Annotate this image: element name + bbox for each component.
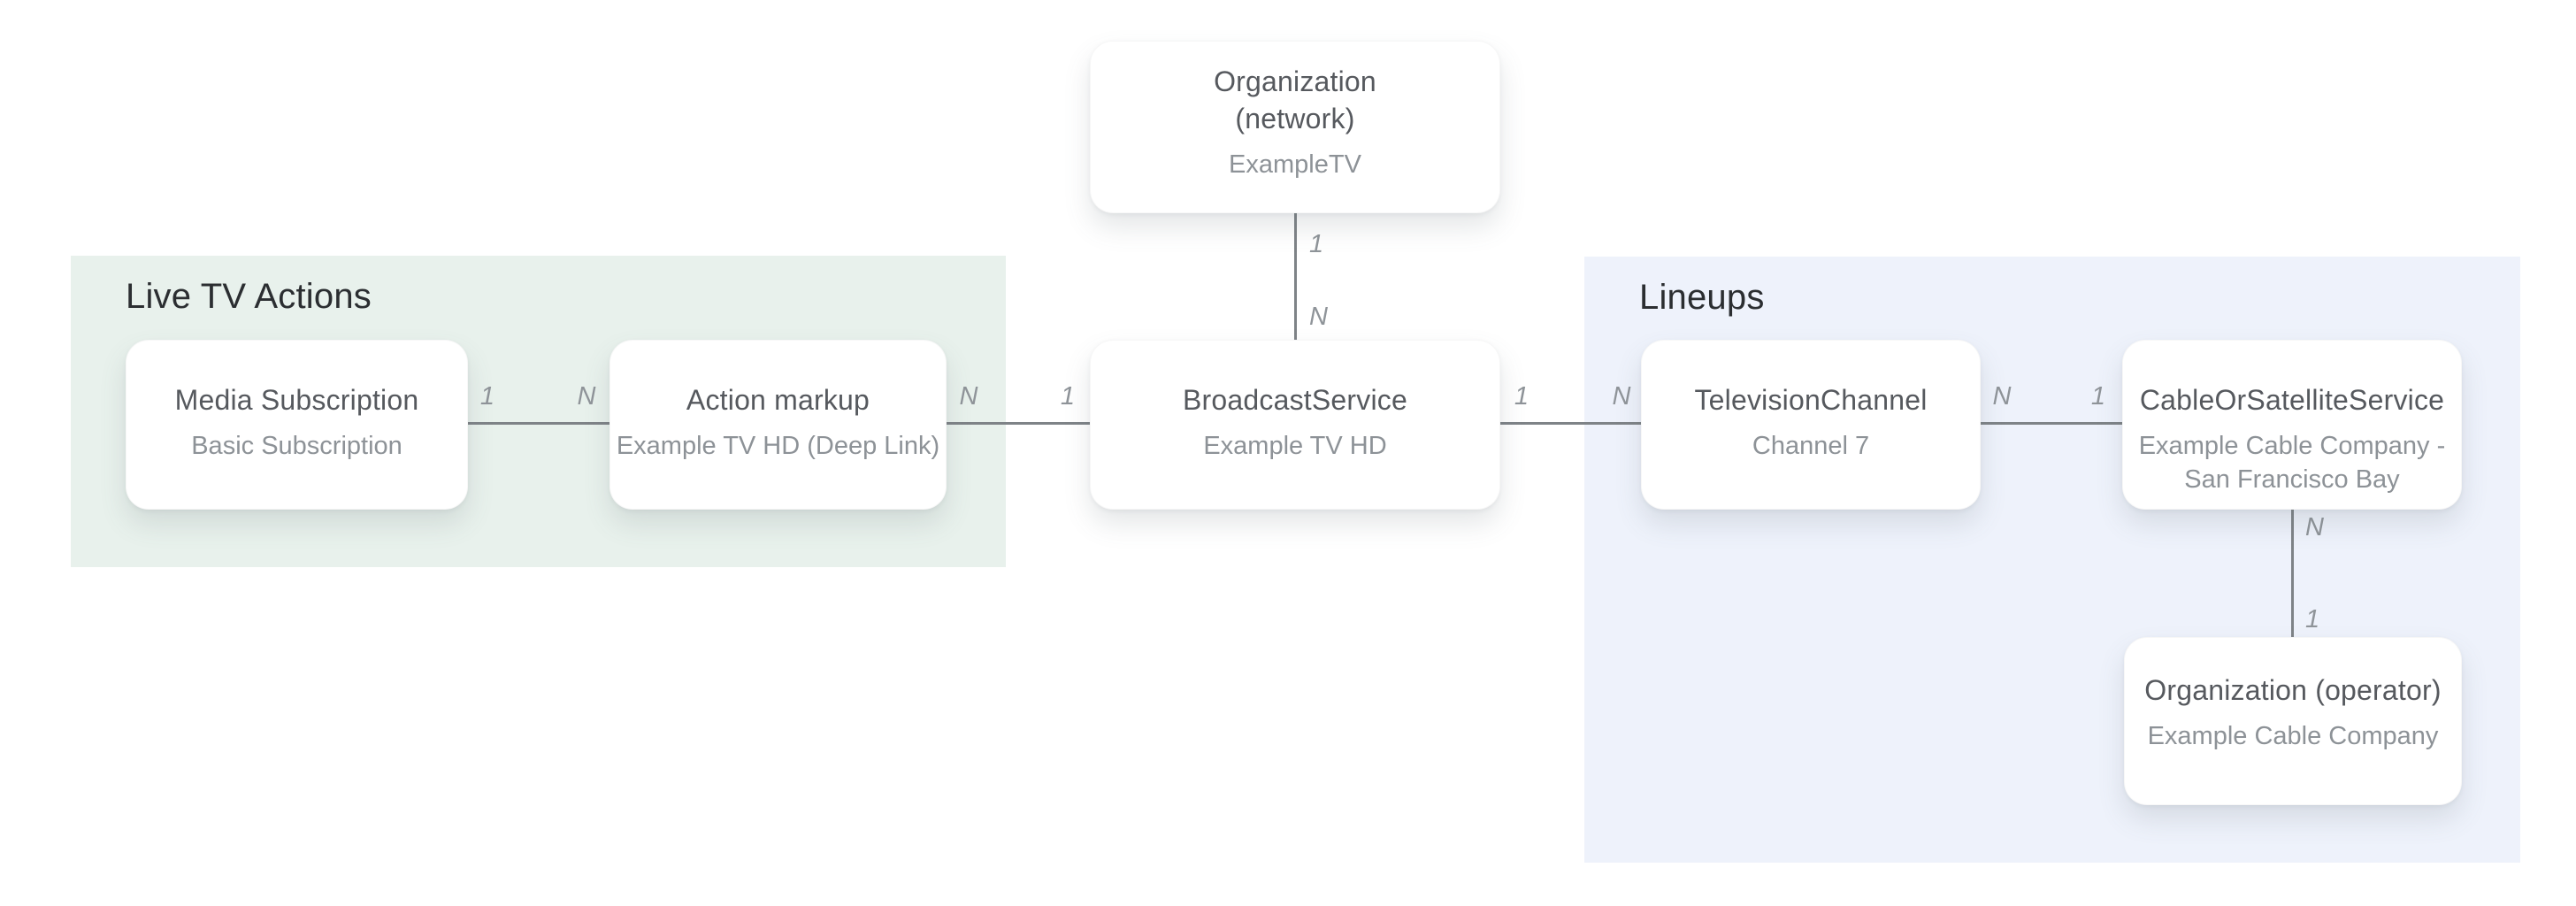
connector-network-to-broadcast xyxy=(1294,213,1297,340)
node-title-cable-or-satellite-service: CableOrSatelliteService xyxy=(2139,384,2445,416)
edge-label-network-1: 1 xyxy=(1309,230,1324,258)
connector-broadcast-to-channel xyxy=(1500,422,1641,425)
node-subtitle-cable-or-satellite-service: Example Cable Company - San Francisco Ba… xyxy=(2123,429,2461,496)
edge-label-channel-n: N xyxy=(1612,382,1631,411)
connector-action-to-broadcast xyxy=(947,422,1090,425)
node-subtitle-television-channel: Channel 7 xyxy=(1752,432,1870,460)
edge-label-action-n2: N xyxy=(959,382,978,411)
node-subtitle-broadcast-service: Example TV HD xyxy=(1203,432,1387,460)
group-title-live-tv-actions: Live TV Actions xyxy=(126,277,372,316)
node-subtitle-organization-network: ExampleTV xyxy=(1229,150,1361,179)
node-subtitle-organization-operator: Example Cable Company xyxy=(2147,722,2439,750)
edge-label-broadcast-1b: 1 xyxy=(1514,382,1530,411)
node-title-organization-network: Organization (network) xyxy=(1091,63,1499,137)
node-title-line1: Organization xyxy=(1214,65,1376,97)
connector-cable-to-operator xyxy=(2291,509,2294,637)
edge-label-channel-n2: N xyxy=(1992,382,2012,411)
edge-label-cable-1: 1 xyxy=(2090,382,2106,411)
edge-label-broadcast-n: N xyxy=(1309,303,1328,331)
edge-label-broadcast-1: 1 xyxy=(1060,382,1076,411)
node-media-subscription: Media Subscription Basic Subscription xyxy=(126,340,468,510)
edge-label-cable-n: N xyxy=(2305,513,2324,541)
node-subtitle-line2: San Francisco Bay xyxy=(2184,465,2400,494)
node-title-media-subscription: Media Subscription xyxy=(174,384,419,416)
edge-label-operator-1: 1 xyxy=(2305,605,2320,633)
node-subtitle-line1: Example Cable Company - xyxy=(2138,432,2446,460)
group-title-lineups: Lineups xyxy=(1639,278,1765,317)
node-title-television-channel: TelevisionChannel xyxy=(1694,384,1928,416)
node-action-markup: Action markup Example TV HD (Deep Link) xyxy=(610,340,947,510)
node-television-channel: TelevisionChannel Channel 7 xyxy=(1641,340,1981,510)
node-subtitle-action-markup: Example TV HD (Deep Link) xyxy=(616,432,940,460)
node-broadcast-service: BroadcastService Example TV HD xyxy=(1090,340,1500,510)
node-subtitle-media-subscription: Basic Subscription xyxy=(191,432,402,460)
node-organization-operator: Organization (operator) Example Cable Co… xyxy=(2124,637,2462,805)
node-cable-or-satellite-service: CableOrSatelliteService Example Cable Co… xyxy=(2122,340,2462,510)
node-title-line2: (network) xyxy=(1235,103,1355,134)
node-title-organization-operator: Organization (operator) xyxy=(2144,674,2442,706)
connector-media-to-action xyxy=(468,422,610,425)
connector-channel-to-cable xyxy=(1981,422,2122,425)
edge-label-action-n: N xyxy=(577,382,596,411)
node-organization-network: Organization (network) ExampleTV xyxy=(1090,41,1500,213)
node-title-broadcast-service: BroadcastService xyxy=(1183,384,1407,416)
node-title-action-markup: Action markup xyxy=(686,384,870,416)
edge-label-media-1: 1 xyxy=(479,382,495,411)
